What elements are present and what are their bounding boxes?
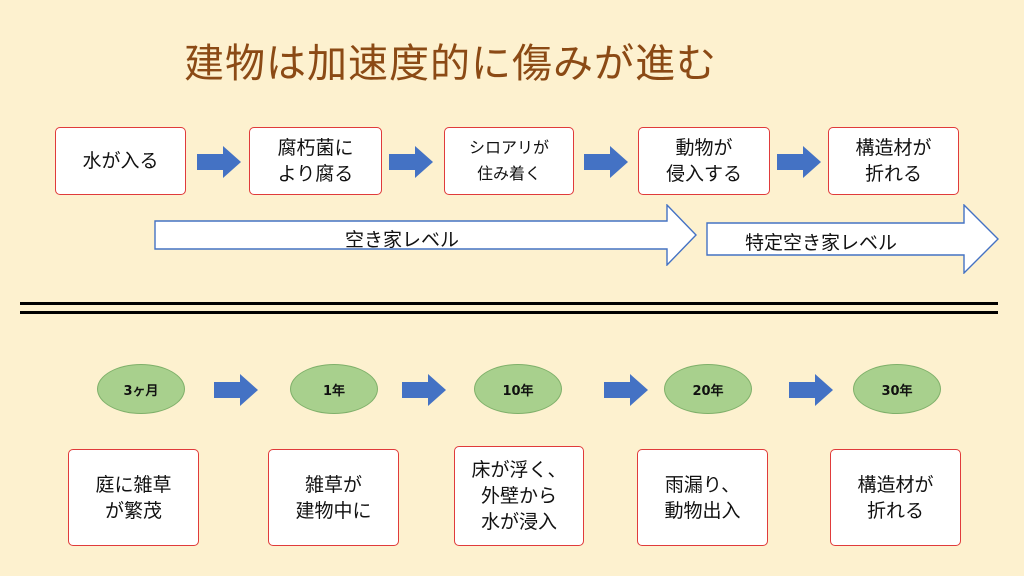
arrow-right-icon — [604, 374, 648, 406]
stage-box-water-enters: 水が入る — [55, 127, 186, 195]
timeline-event-roof-leaks: 雨漏り、 動物出入 — [637, 449, 768, 546]
specific-vacant-house-level-band — [706, 204, 999, 274]
stage-box-termites: シロアリが 住み着く — [444, 127, 574, 195]
arrow-right-icon — [214, 374, 258, 406]
arrow-right-icon — [389, 146, 433, 178]
divider-line-lower — [20, 311, 998, 314]
timeline-period-3months: 3ヶ月 — [97, 364, 185, 414]
specific-vacant-house-level-label: 特定空き家レベル — [745, 232, 898, 254]
arrow-right-icon — [789, 374, 833, 406]
stage-box-animals-enter: 動物が 侵入する — [638, 127, 770, 195]
timeline-event-structure-breaks: 構造材が 折れる — [830, 449, 961, 546]
vacant-house-level-band — [154, 204, 697, 266]
timeline-period-1year: 1年 — [290, 364, 378, 414]
timeline-event-weeds-in-building: 雑草が 建物中に — [268, 449, 399, 546]
timeline-event-weeds-in-garden: 庭に雑草 が繁茂 — [68, 449, 199, 546]
vacant-house-level-label: 空き家レベル — [345, 229, 460, 251]
stage-box-structure-breaks: 構造材が 折れる — [828, 127, 959, 195]
timeline-period-10years: 10年 — [474, 364, 562, 414]
stage-box-rot-fungus: 腐朽菌に より腐る — [249, 127, 382, 195]
arrow-right-icon — [197, 146, 241, 178]
diagram-title: 建物は加速度的に傷みが進む — [184, 41, 717, 87]
timeline-period-30years: 30年 — [853, 364, 941, 414]
divider-line-upper — [20, 302, 998, 305]
arrow-right-icon — [402, 374, 446, 406]
timeline-event-floor-lifts: 床が浮く、 外壁から 水が浸入 — [454, 446, 584, 546]
arrow-right-icon — [584, 146, 628, 178]
arrow-right-icon — [777, 146, 821, 178]
timeline-period-20years: 20年 — [664, 364, 752, 414]
